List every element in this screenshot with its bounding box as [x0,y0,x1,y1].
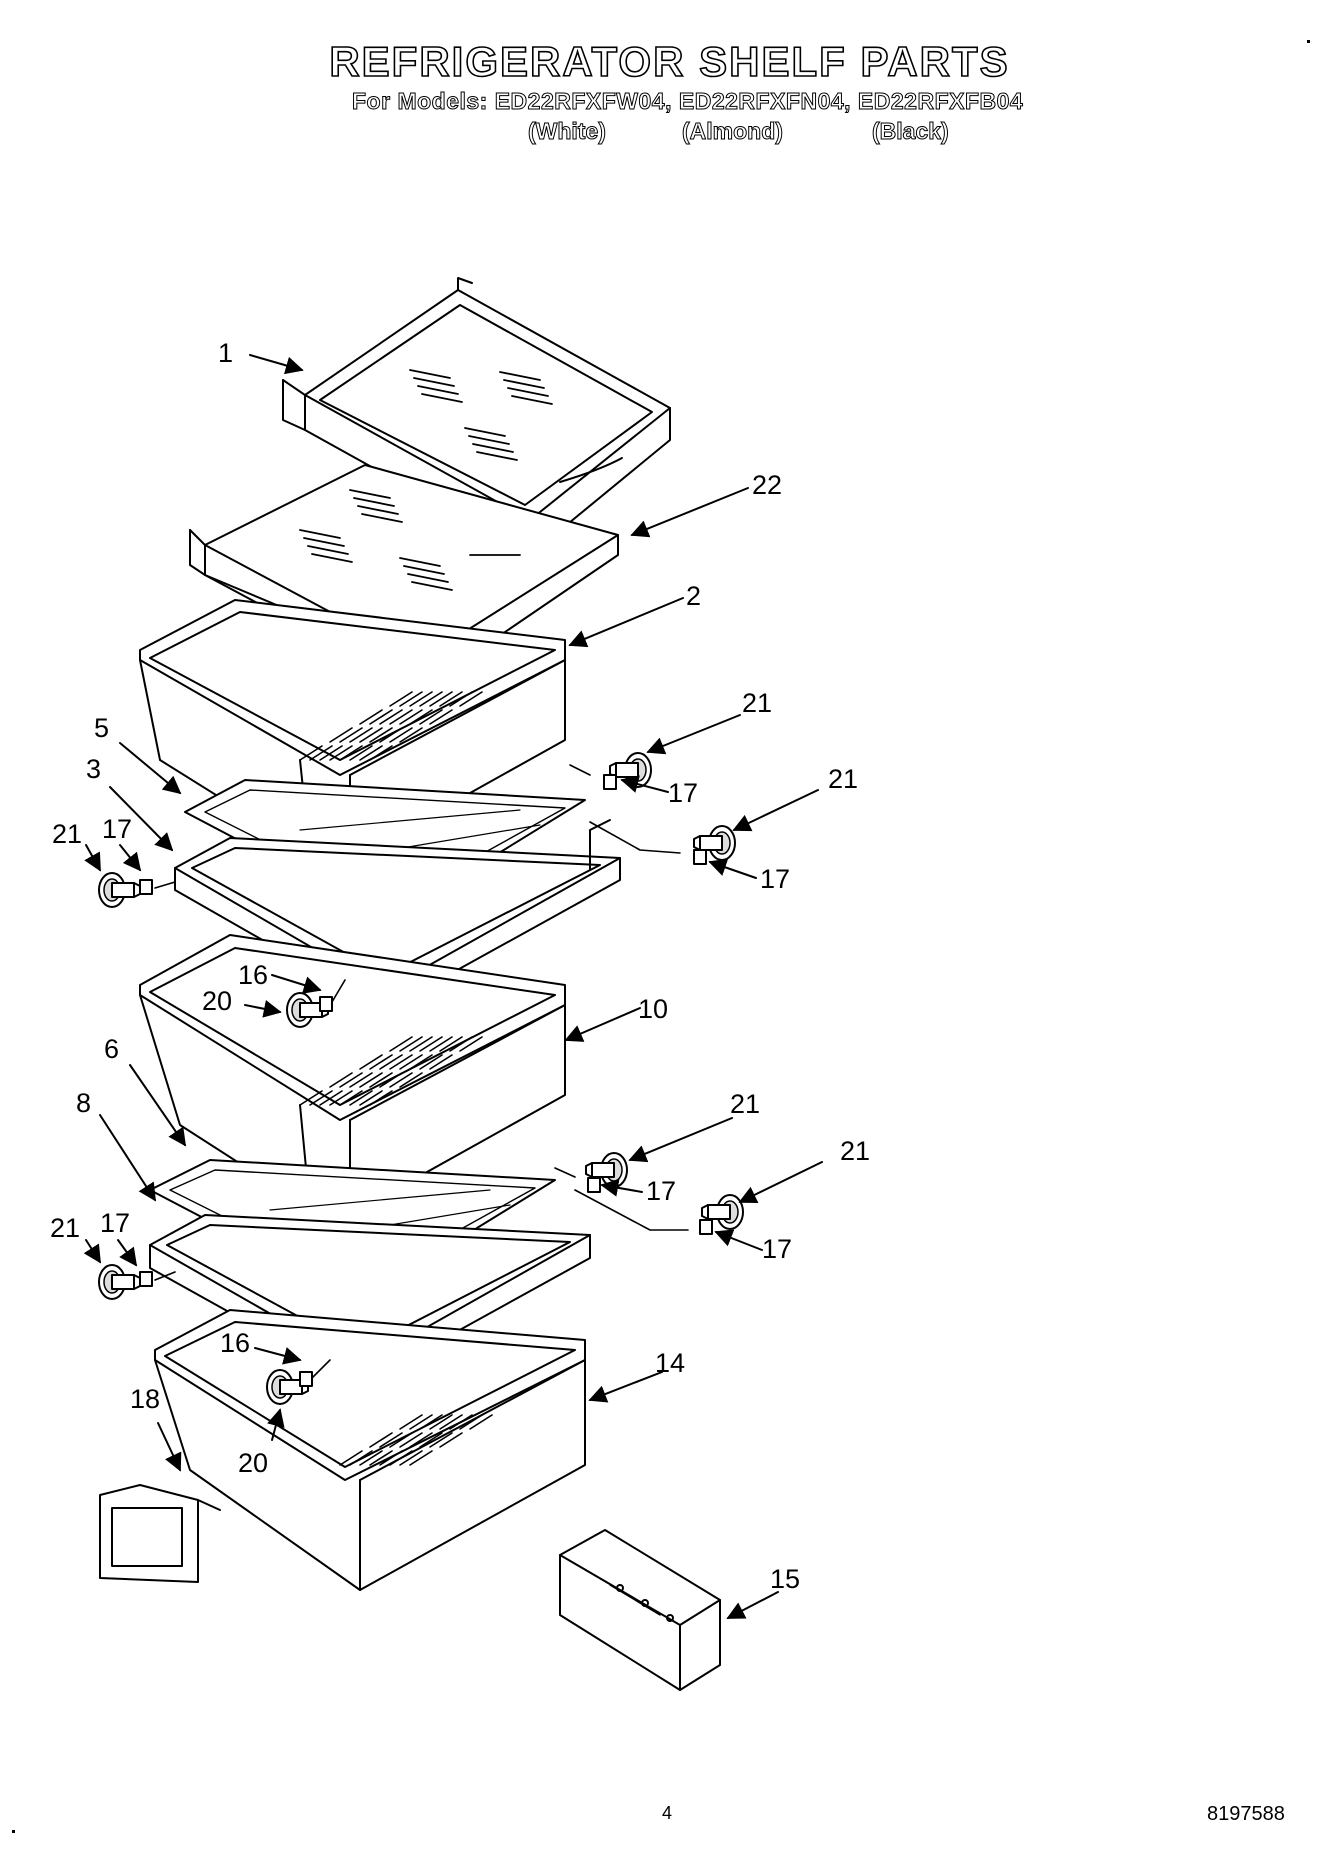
callout-2: 2 [686,581,701,611]
callout-17: 17 [102,814,132,844]
callout-14: 14 [655,1348,685,1378]
part-18-label-card [99,1484,221,1583]
callout-17: 17 [668,778,698,808]
callout-17: 17 [646,1176,676,1206]
callout-5: 5 [94,713,109,743]
part-15-bin [559,1529,721,1691]
connector-lines [154,764,689,1379]
part-14-lower-drawer [154,1309,586,1591]
callout-15: 15 [770,1564,800,1594]
callout-21: 21 [50,1213,80,1243]
corner-mark [12,1830,15,1833]
callout-17: 17 [762,1234,792,1264]
part-17-16-fastener [139,774,713,1387]
callout-21: 21 [52,819,82,849]
page-number: 4 [662,1803,673,1823]
callout-16: 16 [220,1328,250,1358]
callout-22: 22 [752,470,782,500]
callout-20: 20 [238,1448,268,1478]
callout-17: 17 [100,1208,130,1238]
callout-8: 8 [76,1088,91,1118]
variant-white: (White) [528,118,607,145]
callout-6: 6 [104,1034,119,1064]
callout-21: 21 [742,688,772,718]
callout-21: 21 [730,1089,760,1119]
callout-labels: 1 22 2 21 17 21 17 5 3 21 17 16 20 10 6 … [50,338,870,1594]
document-number: 8197588 [1207,1803,1285,1825]
leader-arrows [83,354,823,1619]
callout-10: 10 [638,994,668,1024]
variant-almond: (Almond) [682,118,784,145]
models-line: For Models: ED22RFXFW04, ED22RFXFN04, ED… [351,88,1024,115]
callout-21: 21 [840,1136,870,1166]
callout-21: 21 [828,764,858,794]
variant-black: (Black) [872,118,950,145]
callout-3: 3 [86,754,101,784]
callout-1: 1 [218,338,233,368]
page-title: REFRIGERATOR SHELF PARTS [329,37,1010,86]
corner-mark [1307,40,1310,43]
callout-17: 17 [760,864,790,894]
callout-18: 18 [130,1384,160,1414]
callout-20: 20 [202,986,232,1016]
part-1-top-shelf [282,277,671,556]
callout-16: 16 [238,960,268,990]
